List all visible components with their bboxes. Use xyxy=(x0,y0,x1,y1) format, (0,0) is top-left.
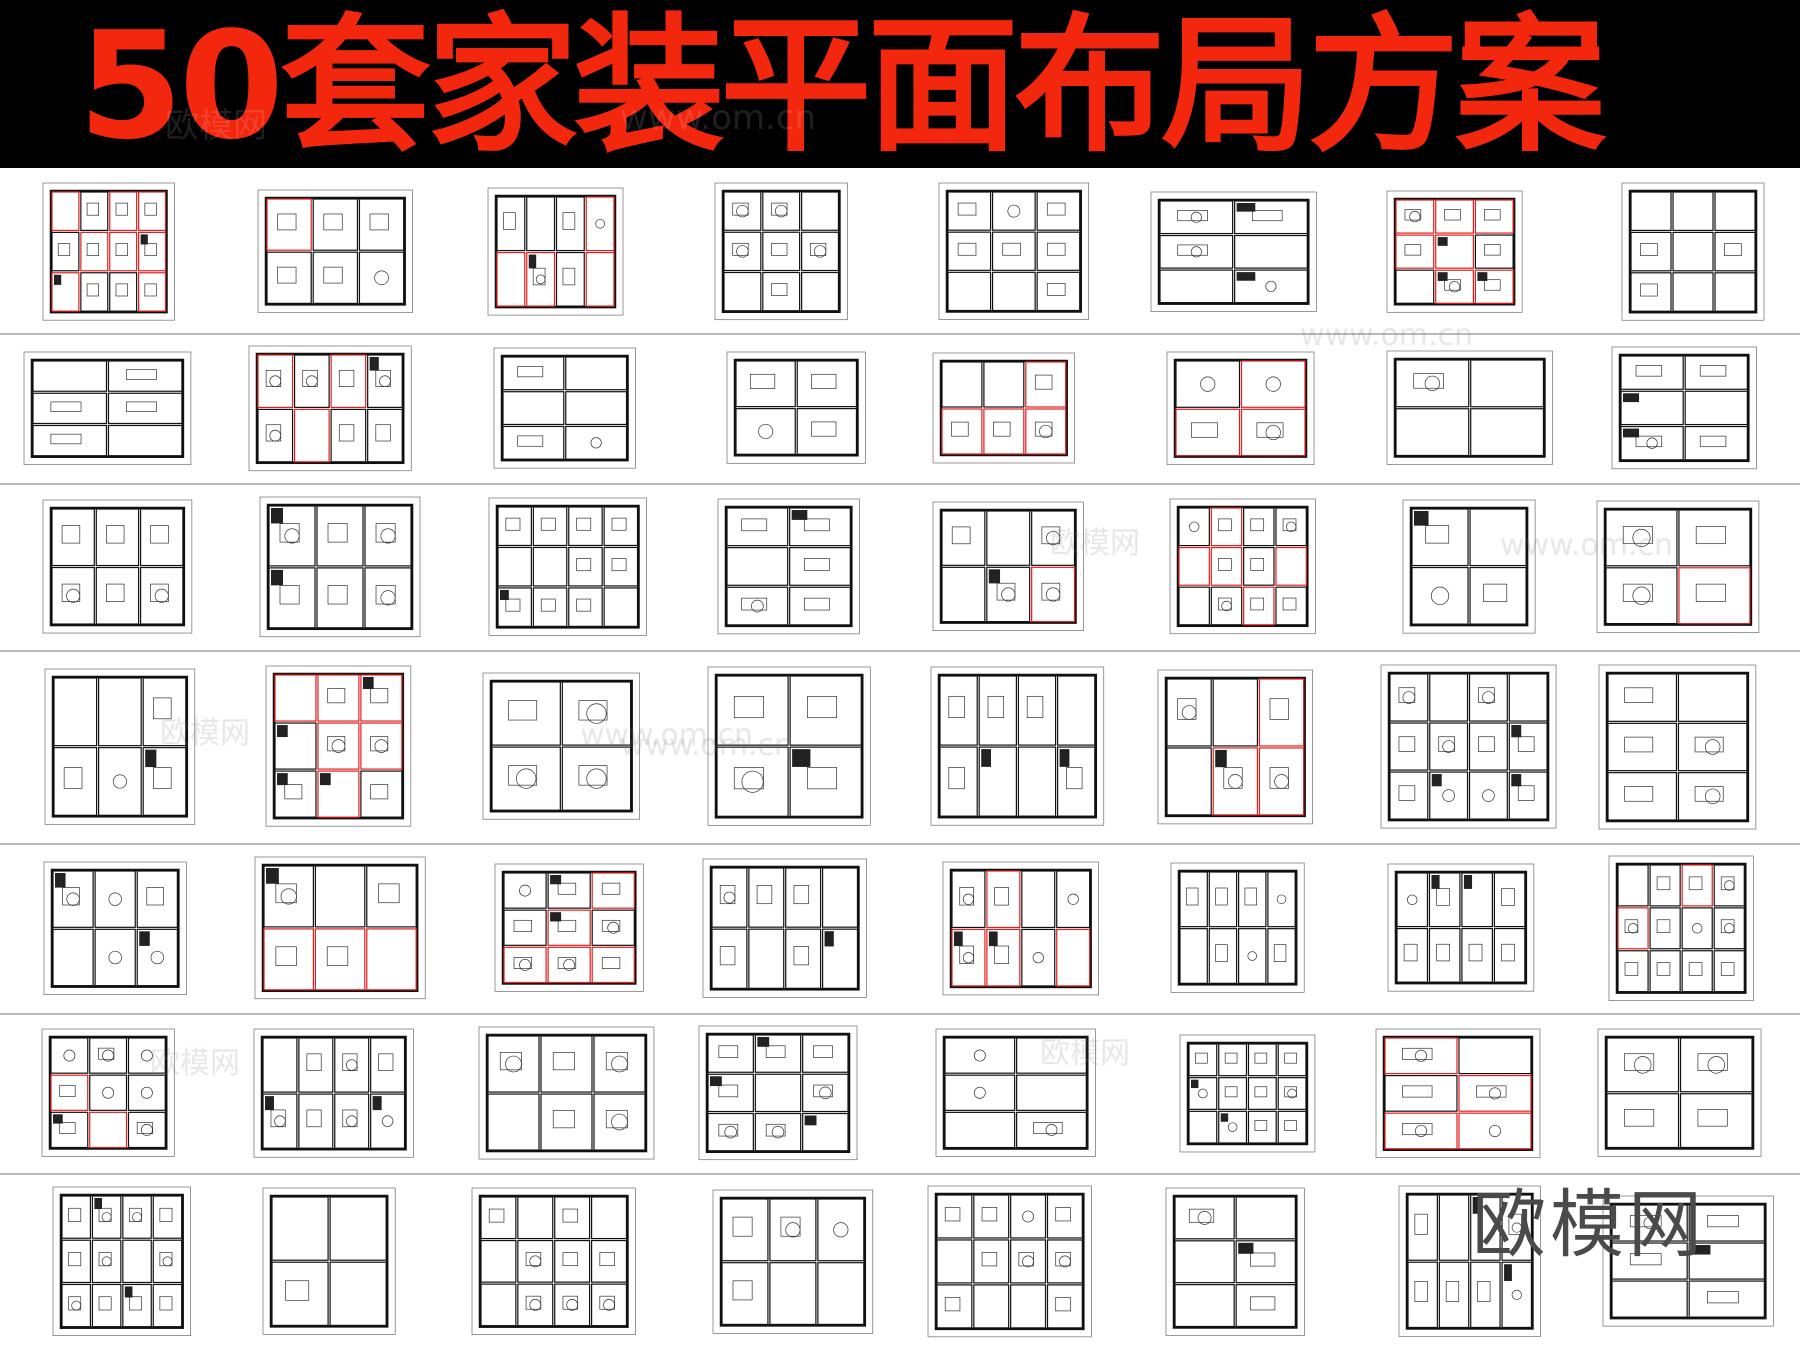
floor-plan-thumbnail xyxy=(265,666,412,827)
title-banner: 50套家装平面布局方案 欧模网 www.om.cn xyxy=(0,0,1800,168)
floor-plan-thumbnail xyxy=(43,861,187,995)
row-divider xyxy=(0,650,1800,652)
row-divider xyxy=(0,483,1800,485)
floor-plan-thumbnail xyxy=(254,856,426,1000)
gallery-watermark: www.om.cn xyxy=(1500,528,1674,563)
floor-plan-thumbnail xyxy=(1381,664,1557,829)
floor-plan-thumbnail xyxy=(1170,863,1305,993)
floor-plan-thumbnail xyxy=(44,668,196,825)
floor-plan-thumbnail xyxy=(714,182,848,321)
gallery-watermark: www.om.cn xyxy=(620,728,794,763)
floor-plan-thumbnail xyxy=(1387,864,1534,992)
floor-plan-thumbnail xyxy=(489,497,648,636)
floor-plan-thumbnail xyxy=(41,1028,175,1158)
gallery-watermark: www.om.cn xyxy=(1300,318,1474,353)
floor-plan-thumbnail xyxy=(257,189,414,313)
floor-plan-thumbnail xyxy=(1402,499,1536,634)
floor-plan-thumbnail xyxy=(487,187,624,316)
floor-plan-thumbnail xyxy=(1399,1185,1542,1338)
floor-plan-thumbnail xyxy=(1166,351,1315,465)
floor-plan-thumbnail xyxy=(260,496,421,637)
floor-plan-thumbnail xyxy=(52,1186,191,1337)
floor-plan-gallery: 欧模网 www.om.cn 欧模网 www.om.cn 欧模网 www.om.cn 欧模网 w… xyxy=(0,168,1800,1350)
floor-plan-thumbnail xyxy=(478,1026,655,1160)
floor-plan-thumbnail xyxy=(494,347,637,469)
floor-plan-thumbnail xyxy=(1386,350,1553,466)
floor-plan-thumbnail xyxy=(253,1028,414,1158)
brand-watermark: 欧模网 xyxy=(1472,1182,1706,1268)
floor-plan-thumbnail xyxy=(42,499,193,634)
floor-plan-thumbnail xyxy=(1596,500,1759,633)
floor-plan-thumbnail xyxy=(42,182,175,321)
floor-plan-thumbnail xyxy=(1611,346,1757,470)
floor-plan-thumbnail xyxy=(1169,498,1316,635)
floor-plan-thumbnail xyxy=(938,182,1089,321)
floor-plan-thumbnail xyxy=(702,858,867,998)
floor-plan-thumbnail xyxy=(1157,669,1313,824)
floor-plan-thumbnail xyxy=(1609,855,1754,1001)
gallery-watermark: 欧模网 xyxy=(1040,1036,1130,1071)
header-watermark-url: www.om.cn xyxy=(620,98,817,138)
floor-plan-thumbnail xyxy=(1386,190,1523,313)
header-watermark-brand: 欧模网 xyxy=(165,106,267,146)
floor-plan-thumbnail xyxy=(495,863,644,993)
row-divider xyxy=(0,1013,1800,1015)
floor-plan-thumbnail xyxy=(698,1025,858,1161)
floor-plan-thumbnail xyxy=(935,1028,1096,1158)
poster-title: 50套家装平面布局方案 xyxy=(78,0,1606,172)
floor-plan-thumbnail xyxy=(932,352,1075,464)
floor-plan-thumbnail xyxy=(1602,1196,1774,1327)
floor-plan-thumbnail xyxy=(927,1185,1092,1338)
gallery-watermark: 欧模网 xyxy=(150,1046,240,1081)
floor-plan-thumbnail xyxy=(23,351,192,465)
floor-plan-thumbnail xyxy=(726,352,866,464)
floor-plan-thumbnail xyxy=(1165,1187,1305,1336)
gallery-watermark: 欧模网 xyxy=(1050,526,1140,561)
floor-plan-thumbnail xyxy=(932,501,1084,632)
floor-plan-thumbnail xyxy=(248,345,412,471)
floor-plan-thumbnail xyxy=(707,667,871,826)
gallery-watermark: 欧模网 xyxy=(160,716,250,751)
floor-plan-thumbnail xyxy=(1599,664,1757,829)
floor-plan-thumbnail xyxy=(1179,1034,1315,1152)
row-divider xyxy=(0,843,1800,845)
row-divider xyxy=(0,333,1800,335)
floor-plan-thumbnail xyxy=(262,1187,396,1335)
gallery-watermark: www.om.cn xyxy=(580,718,754,753)
floor-plan-thumbnail xyxy=(943,861,1100,995)
floor-plan-thumbnail xyxy=(717,498,860,635)
floor-plan-thumbnail xyxy=(471,1187,636,1336)
row-divider xyxy=(0,1173,1800,1175)
floor-plan-thumbnail xyxy=(482,673,640,820)
floor-plan-thumbnail xyxy=(930,667,1104,826)
floor-plan-thumbnail xyxy=(1150,191,1317,312)
floor-plan-thumbnail xyxy=(1621,182,1765,321)
floor-plan-thumbnail xyxy=(1375,1028,1541,1158)
floor-plan-thumbnail xyxy=(713,1189,874,1334)
floor-plan-thumbnail xyxy=(1597,1028,1761,1158)
